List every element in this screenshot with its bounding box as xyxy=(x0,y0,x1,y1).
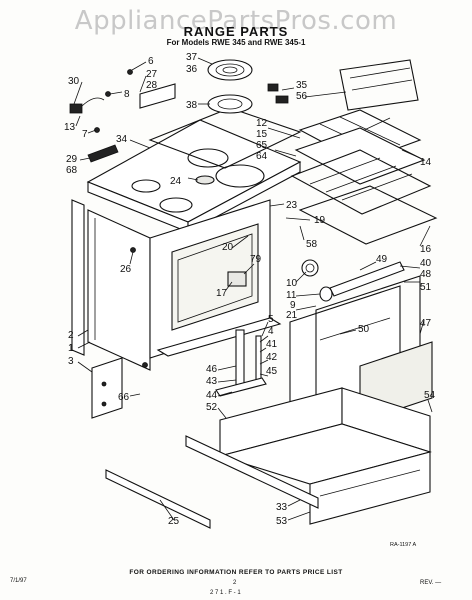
kick-plate xyxy=(185,435,319,509)
switch-block xyxy=(69,103,83,114)
burner-opening-2 xyxy=(215,164,265,188)
part-label-29: 29 xyxy=(66,154,78,165)
hinge-arm xyxy=(255,335,262,381)
part-label-21: 21 xyxy=(286,310,298,321)
bottom-rack xyxy=(298,185,438,245)
part-label-49: 49 xyxy=(376,254,388,265)
toe-plate xyxy=(105,469,211,529)
part-label-10: 10 xyxy=(286,278,298,289)
part-label-40: 40 xyxy=(420,258,432,269)
ordering-info: FOR ORDERING INFORMATION REFER TO PARTS … xyxy=(129,569,343,576)
part-label-30: 30 xyxy=(68,76,80,87)
part-label-23: 23 xyxy=(286,200,298,211)
part-label-51: 51 xyxy=(420,282,432,293)
revision: REV. — xyxy=(420,580,442,586)
part-label-11: 11 xyxy=(286,290,297,301)
part-label-56: 56 xyxy=(296,91,308,102)
side-trim xyxy=(71,199,85,356)
part-label-8: 8 xyxy=(124,89,130,100)
leveling-bracket xyxy=(91,357,123,419)
part-label-47: 47 xyxy=(420,318,432,329)
part-label-35: 35 xyxy=(296,80,308,91)
side-panel xyxy=(87,209,151,371)
part-label-16: 16 xyxy=(420,244,432,255)
diagram-subtitle: For Models RWE 345 and RWE 345-1 xyxy=(166,38,306,47)
part-label-37: 37 xyxy=(186,52,198,63)
part-label-58: 58 xyxy=(306,239,318,250)
part-label-52: 52 xyxy=(206,402,218,413)
part-label-17: 17 xyxy=(216,288,228,299)
part-label-79: 79 xyxy=(250,254,262,265)
part-label-2: 2 xyxy=(68,330,74,341)
part-label-14: 14 xyxy=(420,157,432,168)
oven-rack xyxy=(290,149,432,215)
part-label-3: 3 xyxy=(68,356,74,367)
part-label-66: 66 xyxy=(118,392,130,403)
center-element xyxy=(195,175,215,185)
door-handle xyxy=(329,261,405,297)
part-label-19: 19 xyxy=(314,215,326,226)
part-label-53: 53 xyxy=(276,516,288,527)
part-label-12: 12 xyxy=(256,118,268,129)
part-label-6: 6 xyxy=(148,56,154,67)
diagram-title: RANGE PARTS xyxy=(183,24,289,39)
part-label-50: 50 xyxy=(358,324,370,335)
part-label-27: 27 xyxy=(146,69,158,80)
part-label-54: 54 xyxy=(424,390,436,401)
part-label-64: 64 xyxy=(256,151,268,162)
terminal-block xyxy=(87,144,119,163)
part-label-13: 13 xyxy=(64,122,76,133)
top-cover xyxy=(148,107,302,169)
burner-opening-3 xyxy=(159,197,193,213)
drip-bowl xyxy=(207,94,253,114)
backguard xyxy=(339,59,419,111)
part-label-7: 7 xyxy=(82,129,88,140)
oven-light xyxy=(227,271,247,287)
part-label-45: 45 xyxy=(266,366,278,377)
part-label-9: 9 xyxy=(290,300,296,311)
part-label-48: 48 xyxy=(420,269,432,280)
part-label-68: 68 xyxy=(66,165,78,176)
oven-opening xyxy=(171,223,259,331)
control-bracket xyxy=(139,83,176,109)
part-label-42: 42 xyxy=(266,352,278,363)
leader-lines xyxy=(73,57,433,521)
page-number: 2 xyxy=(233,580,237,586)
drawer-front xyxy=(309,451,431,525)
burner-opening-1 xyxy=(187,148,229,168)
watermark: AppliancePartsPros.com xyxy=(74,6,398,36)
part-label-28: 28 xyxy=(146,80,158,91)
part-label-1: 1 xyxy=(68,343,74,354)
bottom-rail xyxy=(156,317,282,357)
part-label-46: 46 xyxy=(206,364,218,375)
surface-element-large xyxy=(207,59,253,81)
part-label-65: 65 xyxy=(256,140,268,151)
part-label-4: 4 xyxy=(268,326,274,337)
burner-opening-4 xyxy=(131,179,161,193)
part-label-25: 25 xyxy=(168,516,180,527)
footer-date: 7/1/97 xyxy=(10,578,27,584)
bottom-code: 2 7 1 . F - 1 xyxy=(210,590,241,596)
part-label-34: 34 xyxy=(116,134,128,145)
broiler-pan xyxy=(294,127,426,185)
part-label-43: 43 xyxy=(206,376,218,387)
element-receptacle xyxy=(267,83,279,92)
part-label-38: 38 xyxy=(186,100,198,111)
part-label-5: 5 xyxy=(268,314,274,325)
part-labels: 6 27 28 8 30 13 7 34 29 68 37 36 38 35 5… xyxy=(64,52,436,527)
light-bulb xyxy=(319,286,333,302)
drawing-ref-code: RA-1197 A xyxy=(390,542,417,548)
part-label-36: 36 xyxy=(186,64,198,75)
part-label-41: 41 xyxy=(266,339,278,350)
part-label-15: 15 xyxy=(256,129,268,140)
part-label-26: 26 xyxy=(120,264,132,275)
part-label-20: 20 xyxy=(222,242,234,253)
part-label-33: 33 xyxy=(276,502,288,513)
part-label-24: 24 xyxy=(170,176,182,187)
door-hinge xyxy=(235,329,245,389)
part-label-44: 44 xyxy=(206,390,218,401)
